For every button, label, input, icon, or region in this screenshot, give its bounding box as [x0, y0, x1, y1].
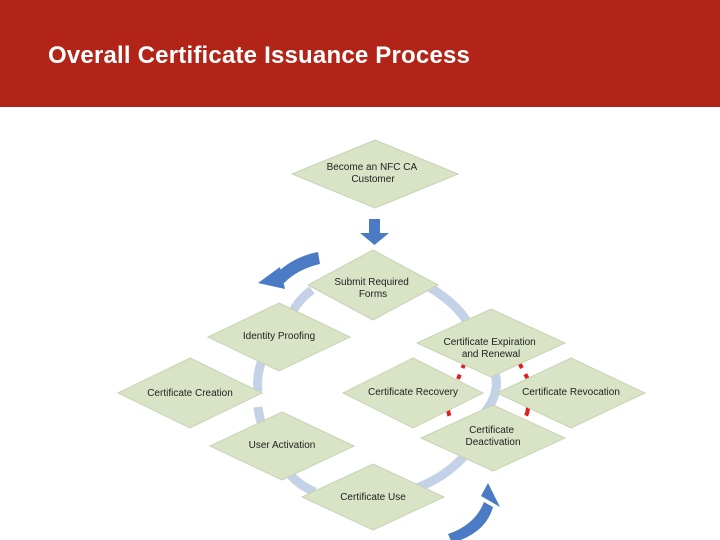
node-shape: [290, 139, 460, 209]
node-identity-proofing: Identity Proofing: [206, 302, 352, 372]
node-cert-creation: Certificate Creation: [116, 357, 264, 429]
curved-arrow-head: [258, 267, 285, 289]
node-label: Certificate Creation: [147, 388, 233, 399]
node-shape: [300, 463, 446, 531]
node-user-activation: User Activation: [208, 411, 356, 481]
node-shape: [419, 404, 567, 472]
svg-text:Become an NFC CA Custo: Become an NFC CA Customer: [327, 162, 420, 185]
curved-arrow-head: [481, 483, 500, 507]
node-label: User Activation: [249, 440, 316, 451]
svg-text:Certificate Use: Certificate Use: [340, 492, 406, 503]
node-label: Certificate Use: [340, 492, 406, 503]
node-shape: [116, 357, 264, 429]
node-label: Certificate: [469, 425, 514, 436]
curved-arrow-body: [448, 502, 493, 540]
svg-text:Certificate Deactivati: Certificate Deactivation: [465, 425, 520, 448]
node-cert-deactivation: Certificate Deactivation: [419, 404, 567, 472]
node-cert-revocation: Certificate Revocation: [495, 357, 647, 429]
svg-text:Certificate Expiration: Certificate Expiration and Renewal: [443, 337, 538, 360]
curved-arrow-bottom-right-icon: [448, 483, 500, 540]
node-label: and Renewal: [462, 349, 520, 360]
slide-title: Overall Certificate Issuance Process: [48, 42, 471, 69]
node-label: Forms: [359, 289, 387, 300]
node-label: Submit Required: [334, 277, 408, 288]
node-label: Deactivation: [465, 437, 520, 448]
down-arrow-icon: [360, 219, 389, 245]
node-submit-forms: Submit Required Forms: [306, 249, 440, 321]
svg-text:User Activation: User Activation: [249, 440, 316, 451]
node-shape: [306, 249, 440, 321]
node-cert-recovery: Certificate Recovery: [341, 357, 485, 429]
node-label: Customer: [351, 174, 395, 185]
down-arrow-shaft: [369, 219, 380, 234]
node-shape: [341, 357, 485, 429]
node-become-customer: Become an NFC CA Customer: [290, 139, 460, 209]
node-label: Certificate Revocation: [522, 387, 620, 398]
curved-arrow-top-left-icon: [258, 252, 320, 289]
node-label: Become an NFC CA: [327, 162, 418, 173]
node-shape: [206, 302, 352, 372]
node-shape: [415, 308, 567, 378]
svg-text:Certificate Creation: Certificate Creation: [147, 388, 233, 399]
svg-text:Submit Required Forms: Submit Required Forms: [334, 277, 411, 300]
curved-arrow-body: [275, 252, 320, 283]
svg-text:Certificate Recovery: Certificate Recovery: [368, 387, 458, 398]
node-label: Certificate Expiration: [443, 337, 535, 348]
dashed-link-revocation-deactivation: [520, 406, 530, 424]
certificate-process-diagram: Become an NFC CA Customer Submit Require…: [116, 139, 647, 540]
node-shape: [495, 357, 647, 429]
down-arrow-head: [360, 233, 389, 245]
node-label: Identity Proofing: [243, 331, 315, 342]
svg-text:Certificate Revocation: Certificate Revocation: [522, 387, 620, 398]
svg-text:Identity Proofing: Identity Proofing: [243, 331, 315, 342]
title-banner: Overall Certificate Issuance Process: [0, 0, 720, 107]
node-cert-expiration: Certificate Expiration and Renewal: [415, 308, 567, 378]
nodes: Become an NFC CA Customer Submit Require…: [116, 139, 647, 531]
node-cert-use: Certificate Use: [300, 463, 446, 531]
node-shape: [208, 411, 356, 481]
node-label: Certificate Recovery: [368, 387, 458, 398]
flow-arrows: [258, 219, 500, 540]
